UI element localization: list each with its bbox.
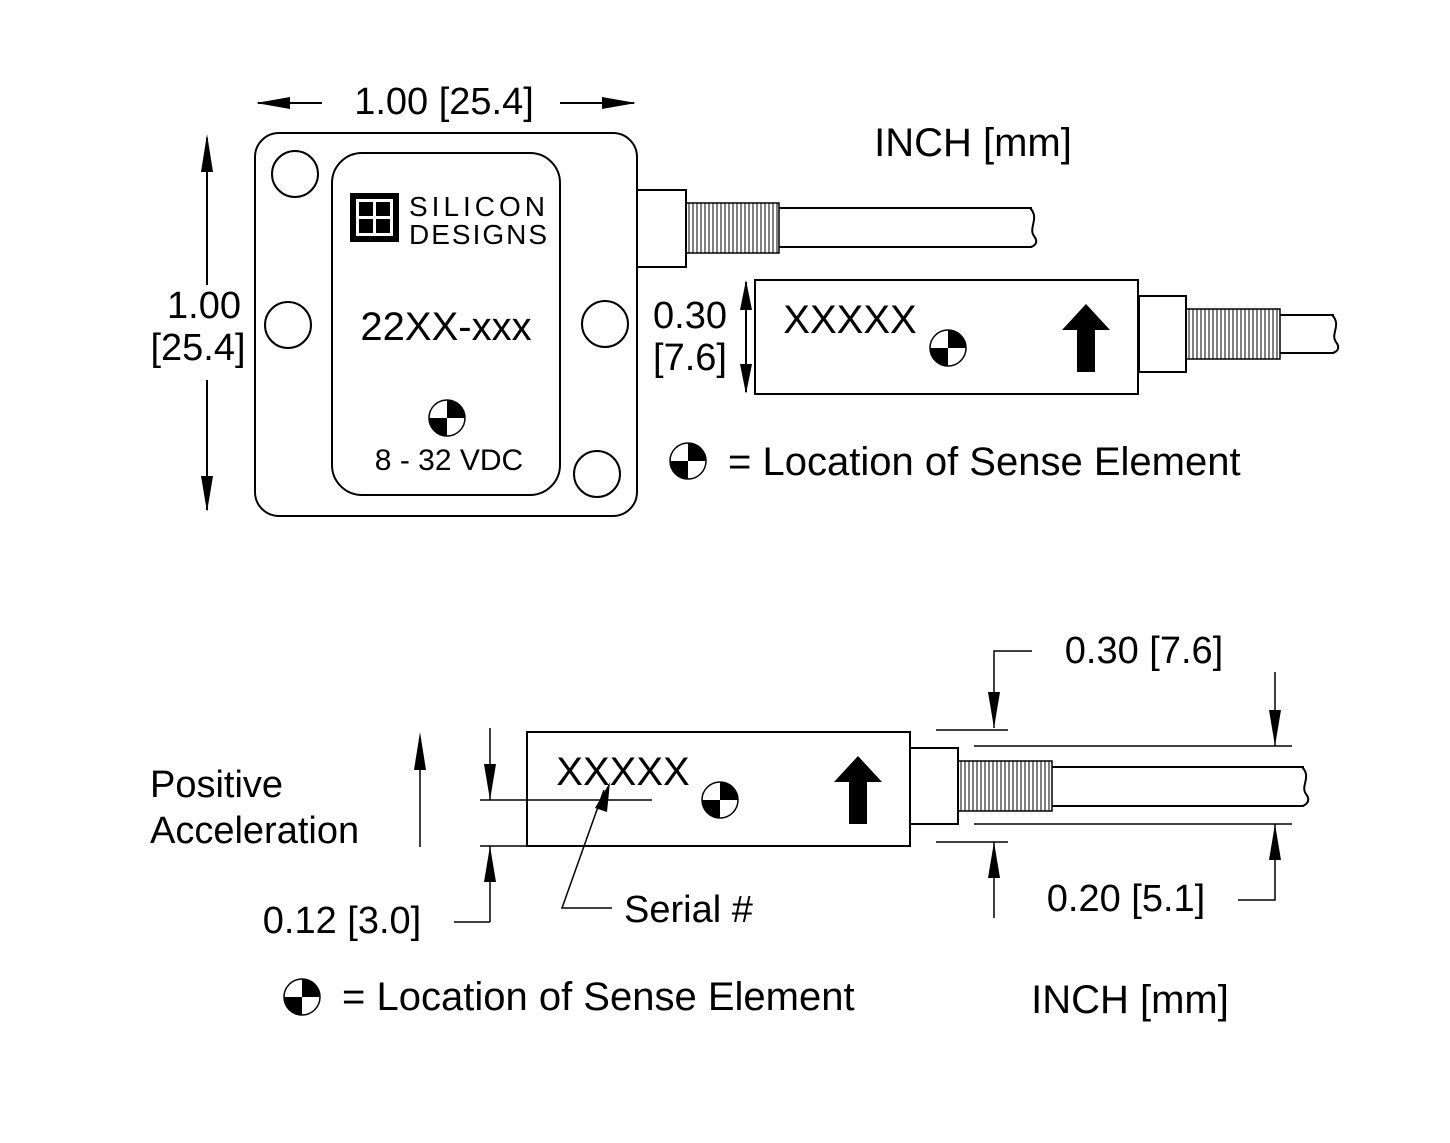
thickness-line2: [7.6] <box>653 337 727 379</box>
sensor-body-outline <box>254 132 638 517</box>
connector-dimension: 0.30 [7.6] <box>936 630 1223 918</box>
sense-element-icon <box>701 781 739 819</box>
positive-acceleration-arrow <box>414 732 426 847</box>
up-arrow-icon <box>1062 304 1110 372</box>
bottom-view: Positive Acceleration 0.12 [3.0] XXXXX <box>150 630 1310 1022</box>
legend-top-text: = Location of Sense Element <box>728 440 1241 484</box>
height-dim-line2: [25.4] <box>150 327 245 369</box>
serial-placeholder-small: XXXXX <box>783 298 916 342</box>
width-dim-label: 1.00 [25.4] <box>354 81 534 123</box>
serial-label: Serial # <box>624 889 753 931</box>
thickness-line1: 0.30 <box>653 295 727 337</box>
sense-element-icon <box>283 978 321 1016</box>
sense-element-icon <box>669 442 707 480</box>
offset-dimension: 0.12 [3.0] <box>263 728 652 942</box>
top-view: 1.00 [25.4] 1.00 [25.4] SILICON <box>150 81 1072 517</box>
offset-dim-label: 0.12 [3.0] <box>263 900 421 942</box>
legend-top: = Location of Sense Element <box>669 440 1241 484</box>
label-area <box>331 152 561 496</box>
side-cable-assembly <box>1138 295 1340 373</box>
height-dimension: 1.00 [25.4] <box>150 134 246 512</box>
width-dimension: 1.00 [25.4] <box>256 81 636 123</box>
units-label-top: INCH [mm] <box>874 121 1072 165</box>
model-number: 22XX-xxx <box>360 305 531 349</box>
thickness-dimension: 0.30 [7.6] <box>653 280 752 394</box>
up-arrow-icon <box>834 756 882 824</box>
mounting-hole-top-left <box>271 150 319 198</box>
side-view-small: 0.30 [7.6] XXXXX <box>653 279 1340 395</box>
mounting-hole-mid-right <box>581 300 629 348</box>
mounting-hole-bottom-right <box>573 450 621 498</box>
sense-element-icon <box>428 399 466 437</box>
serial-leader: Serial # <box>560 782 753 931</box>
logo-line2: DESIGNS <box>409 219 549 250</box>
cable-dimension: 0.20 [5.1] <box>974 672 1292 920</box>
top-cable-assembly <box>636 189 1038 268</box>
legend-bottom-text: = Location of Sense Element <box>342 975 855 1019</box>
bottom-cable-assembly <box>909 747 1310 825</box>
silicon-designs-logo: SILICON DESIGNS <box>350 191 549 250</box>
positive-label-line1: Positive <box>150 764 283 806</box>
voltage-label: 8 - 32 VDC <box>375 444 523 477</box>
logo-line1: SILICON <box>409 191 549 222</box>
height-dim-line1: 1.00 <box>167 285 241 327</box>
cable-dim-label: 0.20 [5.1] <box>1047 878 1205 920</box>
sense-element-icon <box>929 329 967 367</box>
positive-label-line2: Acceleration <box>150 810 359 852</box>
mounting-hole-mid-left <box>264 301 312 349</box>
connector-dim-label: 0.30 [7.6] <box>1065 630 1223 672</box>
units-label-bottom: INCH [mm] <box>1031 978 1229 1022</box>
legend-bottom: = Location of Sense Element <box>283 975 855 1019</box>
serial-placeholder-bottom: XXXXX <box>556 750 689 794</box>
